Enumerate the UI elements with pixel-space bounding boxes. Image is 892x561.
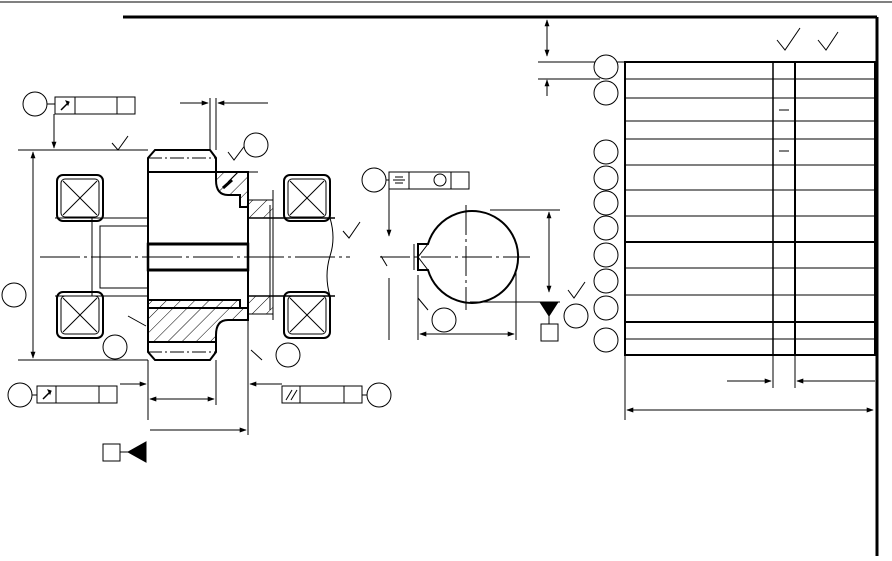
bearing-right-top [283, 174, 331, 222]
roughness-symbol [776, 27, 801, 51]
roughness-symbol [567, 281, 586, 299]
gear-section [146, 149, 250, 361]
bearing-right-bottom [283, 291, 331, 339]
tolerance-frames [32, 96, 470, 404]
shaft-cross-section [361, 167, 589, 342]
roughness-symbol [227, 143, 247, 161]
parameter-table [538, 19, 876, 420]
gear-assembly-view [18, 98, 361, 463]
roughness-symbol [342, 221, 361, 239]
roughness-symbol [817, 31, 839, 51]
bearing-left-top [56, 174, 104, 222]
frame-circular-runout-bottom [32, 385, 118, 404]
bearing-left-bottom [56, 291, 104, 339]
roughness-symbol [111, 135, 129, 151]
callout-bubbles-table [593, 54, 619, 353]
frame-parallelism [281, 385, 367, 404]
frame-circular-runout-top [47, 96, 136, 115]
datum-triangle-icon [126, 441, 147, 463]
frame-symmetry [388, 171, 470, 190]
